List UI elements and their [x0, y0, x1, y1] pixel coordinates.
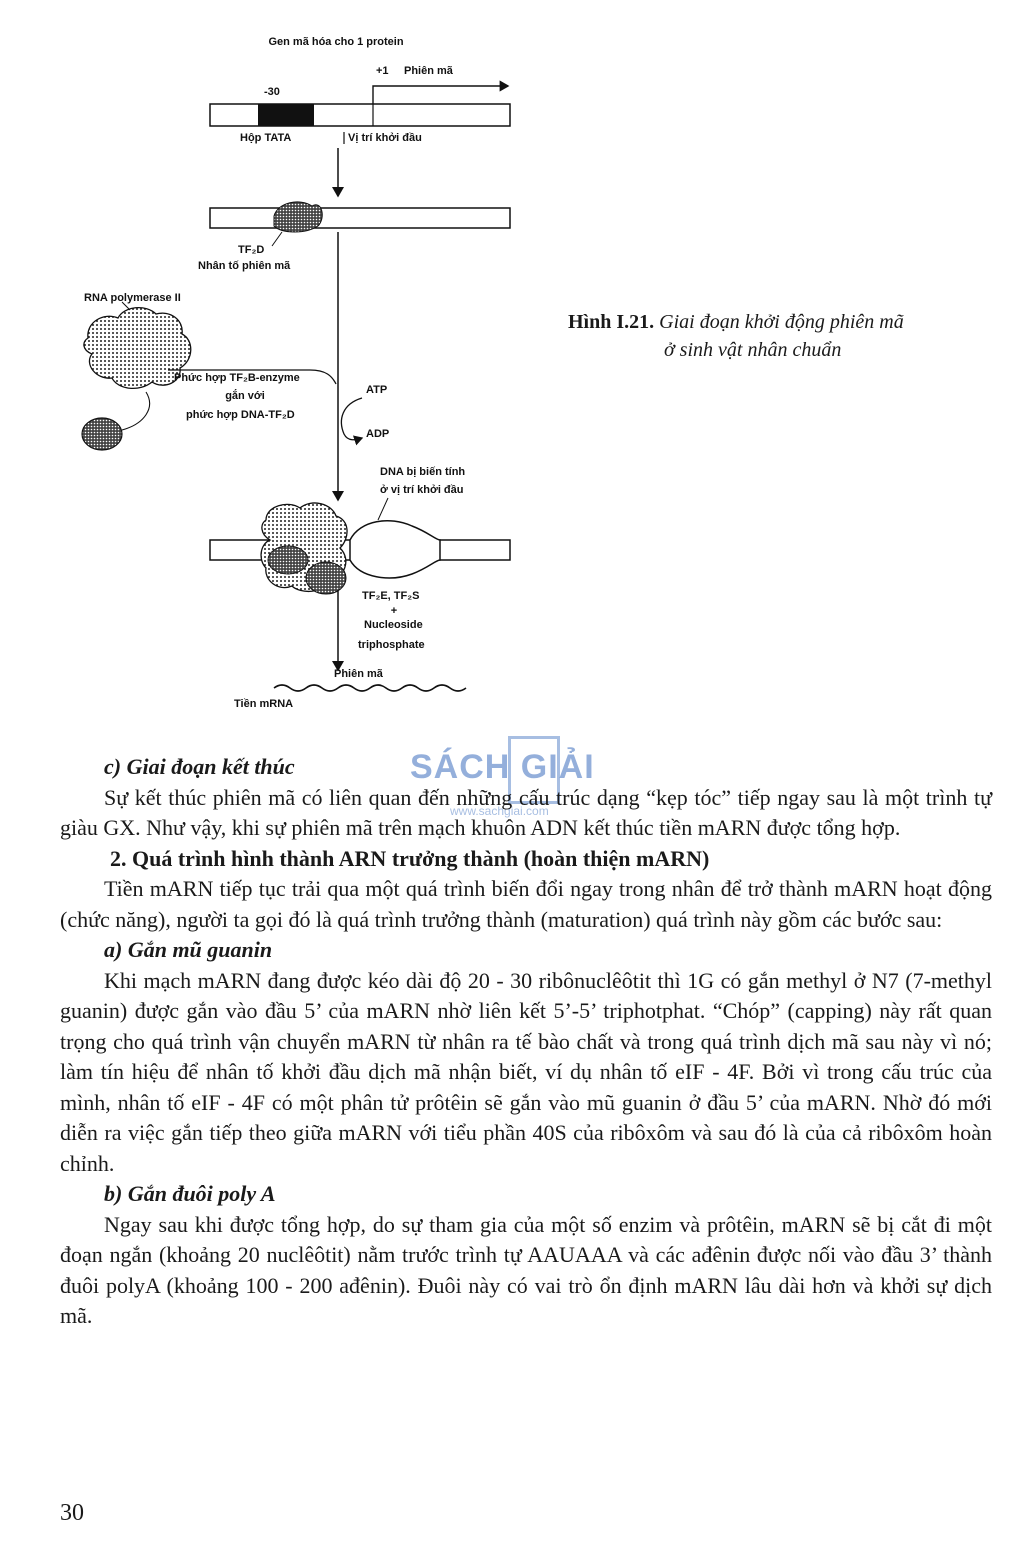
rna-pol-label: RNA polymerase II [84, 292, 181, 304]
pre-mrna-label: Tiền mRNA [234, 698, 294, 710]
minus30-label: -30 [264, 86, 280, 98]
tfiid-label: TF₂D [238, 244, 265, 256]
heading-b: b) Gắn đuôi poly A [104, 1181, 276, 1206]
caption-line-1: Giai đoạn khởi động phiên mã [659, 311, 904, 333]
tata-box-block [258, 104, 314, 126]
tata-box-label: Hộp TATA [240, 132, 292, 144]
paragraph-a: Khi mạch mARN đang được kéo dài độ 20 - … [60, 967, 992, 1176]
join-line [168, 369, 337, 385]
plus1-label: +1 [376, 65, 389, 77]
heading-c: c) Giai đoạn kết thúc [104, 754, 295, 779]
figure-caption: Hình I.21. Giai đoạn khởi động phiên mã … [568, 308, 998, 364]
figure-number: Hình I.21. [568, 311, 655, 333]
transcription-label: Phiên mã [404, 65, 453, 77]
start-site-label: Vị trí khởi đầu [348, 132, 422, 144]
triphosphate-label: triphosphate [358, 639, 425, 651]
heading-2: 2. Quá trình hình thành ARN trưởng thành… [110, 845, 710, 871]
adp-label: ADP [366, 428, 390, 440]
gene-bar-3 [209, 497, 511, 595]
dna-bubble [349, 519, 441, 579]
gene-bar-2 [209, 201, 511, 247]
tf-label: TF₂E, TF₂S [362, 590, 420, 602]
paragraph-b: Ngay sau khi được tổng hợp, do sự tham g… [60, 1211, 992, 1329]
caption-line-2: ở sinh vật nhân chuẩn [664, 339, 842, 361]
paragraph-2: Tiền mARN tiếp tục trải qua một quá trìn… [60, 876, 992, 932]
complex-label-2: gắn với [225, 390, 265, 402]
transcription-direction-arrow [372, 80, 510, 104]
rna-polymerase-blob [83, 307, 192, 389]
complex-label-3: phức hợp DNA-TF₂D [186, 409, 295, 421]
tfiib-blob [81, 417, 123, 451]
complex-label-1: Phức hợp TF₂B-enzyme [174, 372, 300, 384]
page-number: 30 [60, 1500, 84, 1526]
dna-label-2: ở vị trí khởi đầu [380, 484, 464, 496]
nucleoside-label: Nucleoside [364, 619, 423, 631]
diagram-graphics [81, 80, 511, 692]
pre-mrna-wave [273, 684, 467, 692]
transcript-label: Phiên mã [334, 668, 383, 680]
gene-label: Gen mã hóa cho 1 protein [268, 36, 404, 48]
factor-label: Nhân tố phiên mã [198, 260, 291, 272]
atp-adp-arrow [340, 397, 364, 446]
plus-label: + [390, 605, 398, 617]
transcription-initiation-diagram: Gen mã hóa cho 1 protein +1 Phiên mã -30… [60, 20, 580, 720]
atp-label: ATP [366, 384, 388, 396]
tfiid-blob [273, 201, 323, 233]
heading-a: a) Gắn mũ guanin [104, 937, 273, 962]
main-text: c) Giai đoạn kết thúc Sự kết thúc phiên … [60, 752, 992, 1332]
dna-label-1: DNA bị biến tính [380, 466, 466, 478]
paragraph-c: Sự kết thúc phiên mã có liên quan đến nh… [60, 784, 992, 841]
gene-bar-1 [209, 80, 511, 144]
